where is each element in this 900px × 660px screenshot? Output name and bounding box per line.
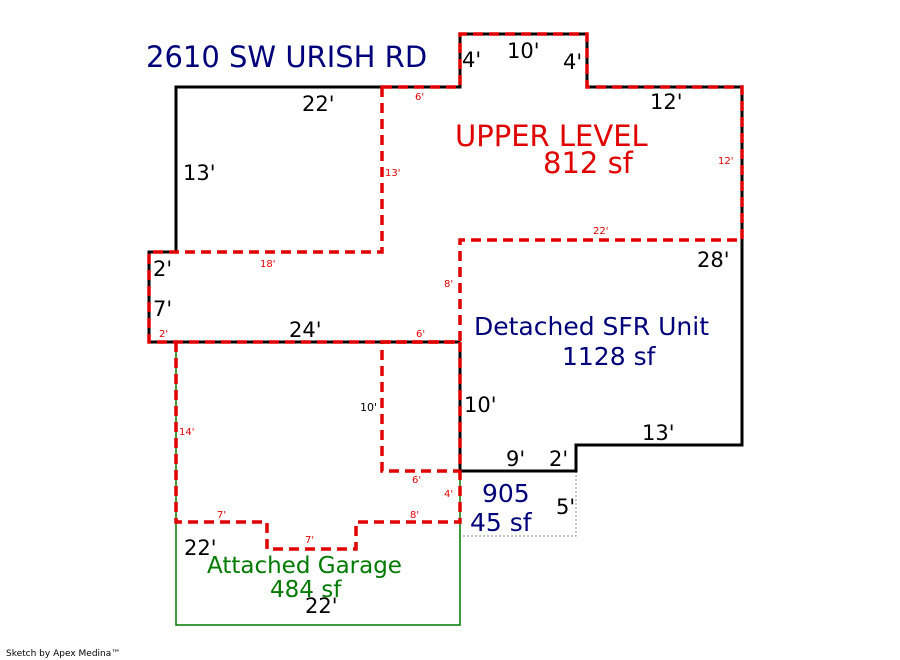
dim-label: 12' <box>650 90 683 114</box>
dim-label: 9' <box>506 447 525 471</box>
dim-label: 7' <box>153 297 172 321</box>
dim-label: 10' <box>360 401 377 414</box>
dim-label: 2' <box>153 257 172 281</box>
upper-level-label: UPPER LEVEL <box>455 119 648 153</box>
dim-label: 8' <box>410 510 419 521</box>
dim-label: 10' <box>507 39 540 63</box>
dim-label: 28' <box>697 248 730 272</box>
dim-label: 13' <box>642 421 675 445</box>
dim-label: 6' <box>412 475 421 486</box>
lower-red-outline <box>174 340 462 551</box>
dim-label: 4' <box>563 50 582 74</box>
dim-label: 13' <box>385 168 400 179</box>
dim-label: 14' <box>179 427 194 438</box>
address-title: 2610 SW URISH RD <box>146 40 427 74</box>
dim-label: 22' <box>305 594 338 618</box>
dim-label: 22' <box>302 92 335 116</box>
garage-area: 484 sf <box>270 577 342 603</box>
dim-label: 4' <box>444 489 453 500</box>
sfr-unit-area: 1128 sf <box>562 342 657 371</box>
dim-label: 22' <box>593 226 608 237</box>
dim-label: 7' <box>305 535 314 546</box>
dim-label: 12' <box>718 156 733 167</box>
small-area-area: 45 sf <box>470 508 533 537</box>
dim-label: 24' <box>289 318 322 342</box>
dim-label: 8' <box>444 279 453 290</box>
footer-credit: Sketch by Apex Medina™ <box>6 649 120 659</box>
dim-label: 10' <box>464 393 497 417</box>
sfr-unit-label: Detached SFR Unit <box>474 312 709 341</box>
dim-label: 2' <box>549 447 568 471</box>
small-area-label: 905 <box>482 479 530 508</box>
dim-label: 18' <box>260 259 275 270</box>
dim-label: 7' <box>217 510 226 521</box>
upper-level-area: 812 sf <box>543 146 634 180</box>
garage-label: Attached Garage <box>207 553 402 579</box>
dim-label: 6' <box>416 329 425 340</box>
dim-label: 4' <box>462 48 481 72</box>
dim-label: 5' <box>556 495 575 519</box>
dim-label: 2' <box>159 329 168 340</box>
dim-label: 22' <box>184 536 217 560</box>
upper-level-outline <box>147 32 744 344</box>
dim-label: 13' <box>183 161 216 185</box>
dim-label: 6' <box>415 92 424 103</box>
